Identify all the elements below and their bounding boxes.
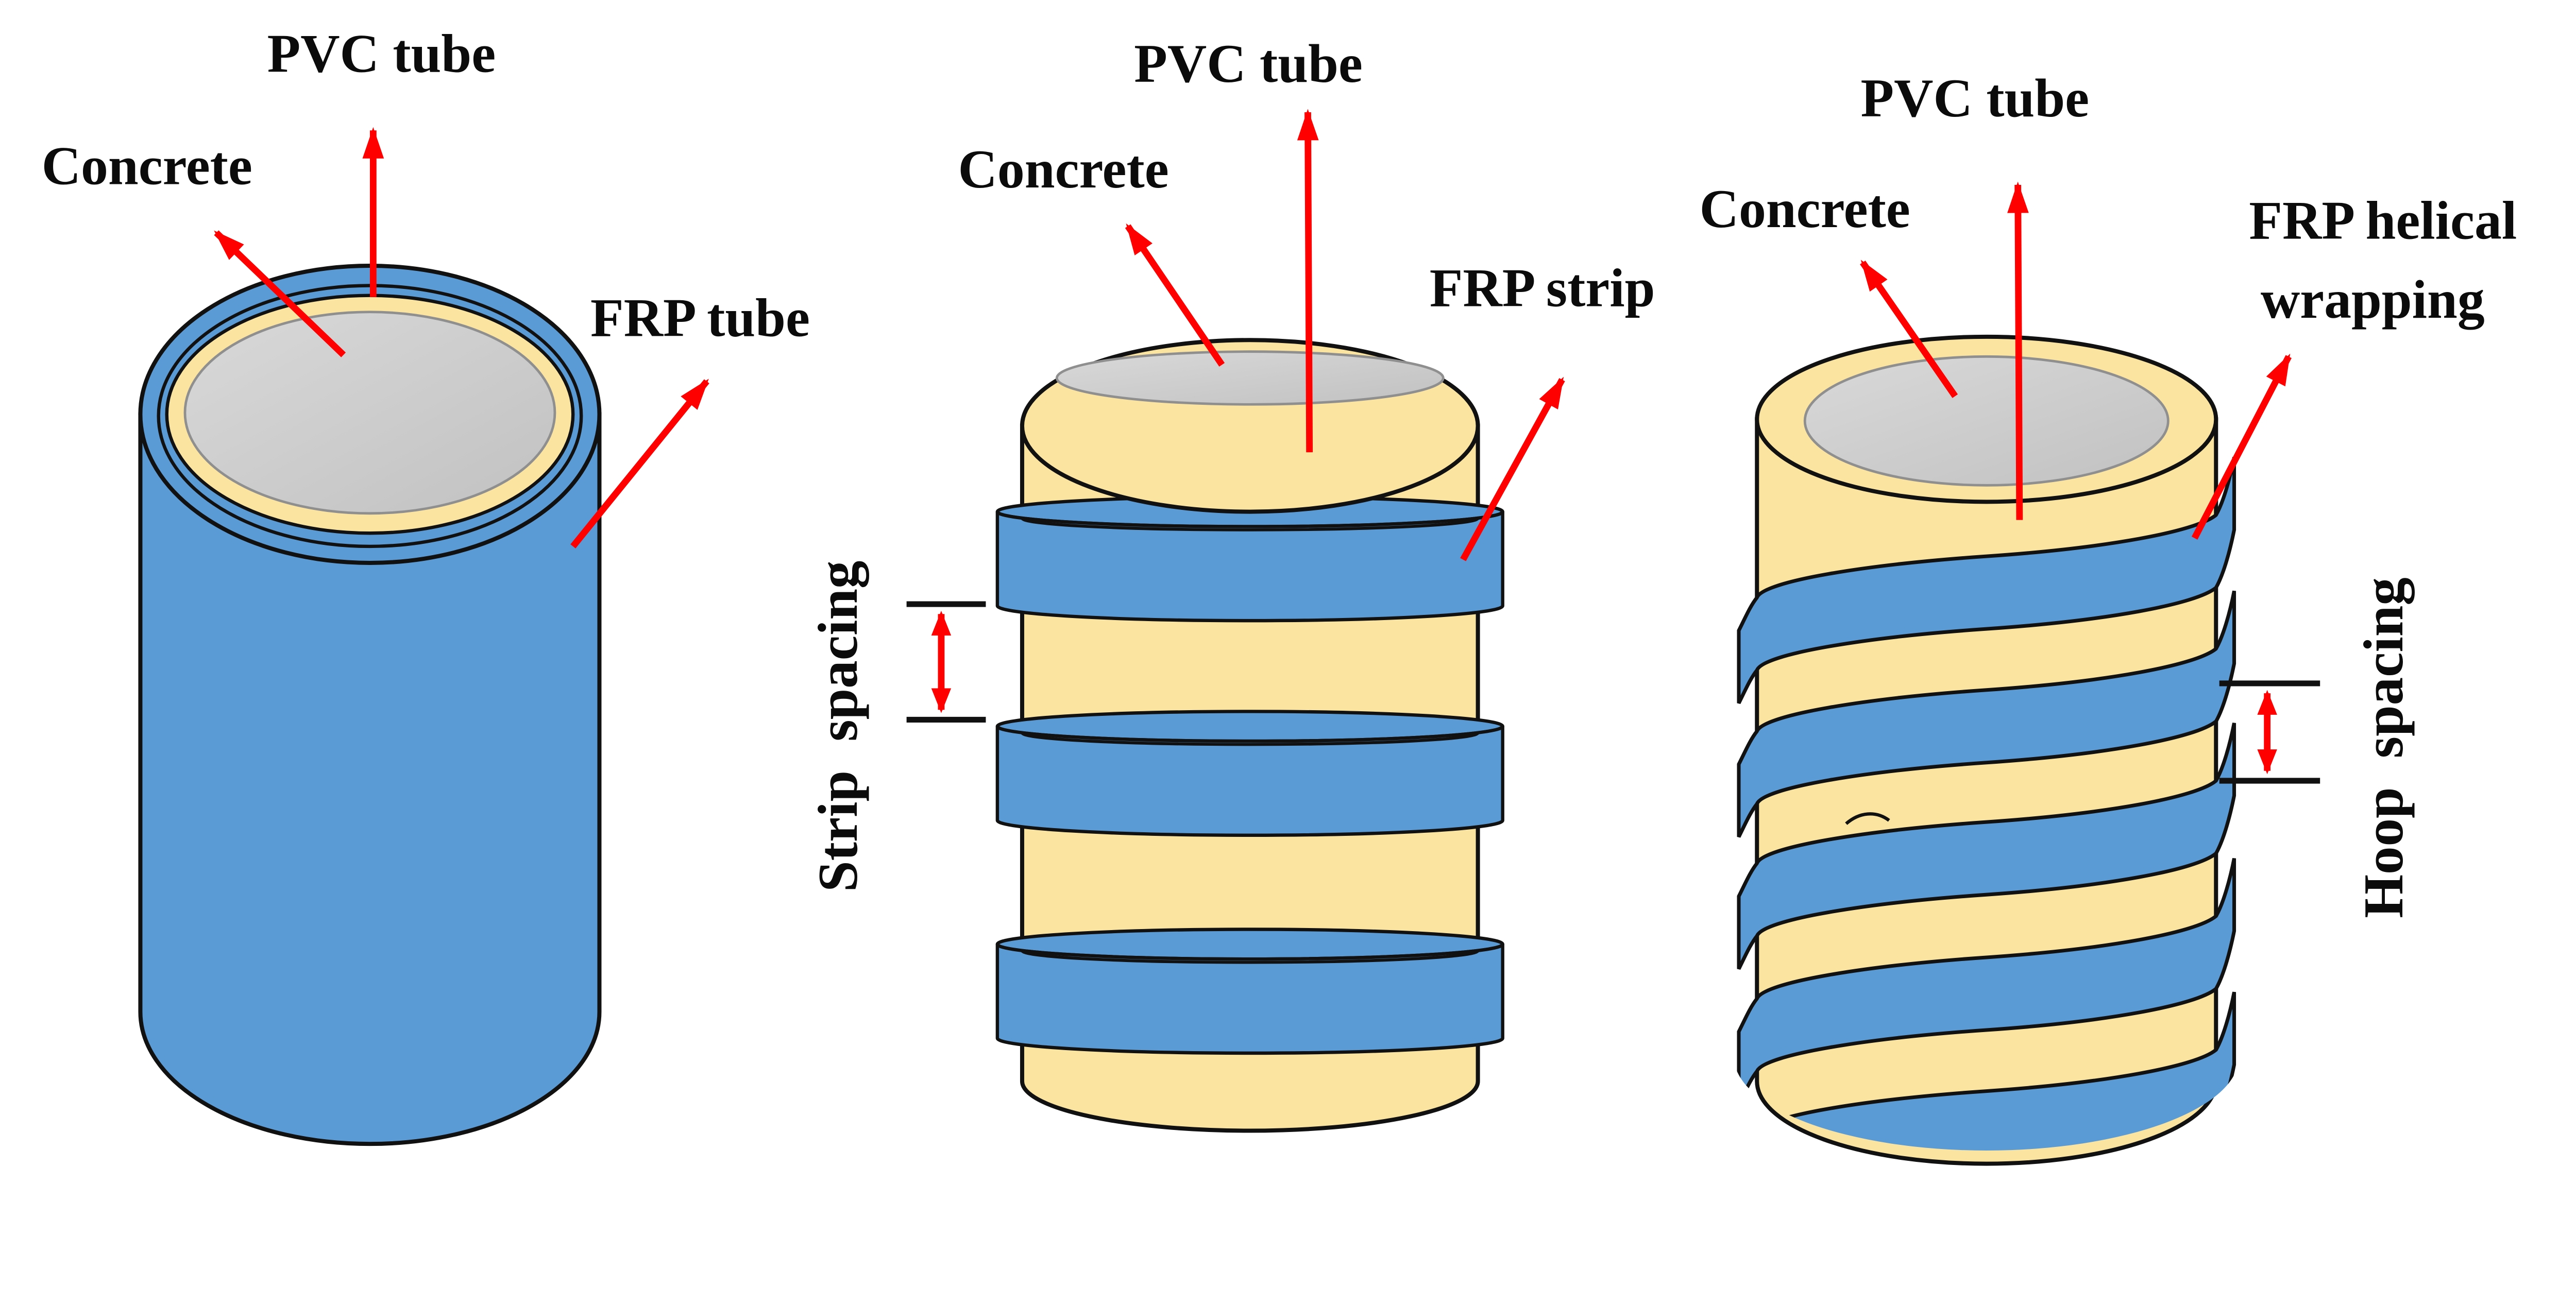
- frp-tube-body: [138, 412, 602, 1146]
- helical-band: [1737, 723, 2236, 970]
- concrete-core: [1803, 355, 2170, 487]
- helical-band: [1737, 457, 2236, 704]
- helical-band: [1737, 991, 2236, 1151]
- strip-front-face: [995, 726, 1504, 837]
- frp-helical-specimen: PVC tube Concrete FRP helical wrapping H…: [1700, 68, 2517, 1166]
- pvc-tube-label: PVC tube: [1861, 68, 2090, 128]
- concrete-core: [183, 311, 556, 515]
- concrete-arrow: [1125, 223, 1225, 367]
- frp-strip-band: [995, 928, 1504, 1055]
- pvc-tube-label: PVC tube: [267, 24, 496, 84]
- band-notch-mark: [1845, 812, 1890, 825]
- frp-tube-specimen: PVC tube Concrete FRP tube: [42, 24, 810, 1146]
- concrete-arrow: [214, 230, 346, 357]
- figure-canvas: PVC tube Concrete FRP tube: [41, 23, 2517, 1166]
- pvc-tube-label: PVC tube: [1134, 33, 1363, 94]
- strip-junction-line: [1021, 732, 1480, 746]
- frp-strip-arrow: [1460, 376, 1565, 561]
- frp-strip-label: FRP strip: [1430, 258, 1655, 318]
- frp-tube-arrow: [570, 379, 709, 548]
- frp-helical-label-line1: FRP helical: [2249, 190, 2517, 250]
- specimen-diagram: PVC tube Concrete FRP tube: [42, 24, 2517, 1166]
- frp-strip-band: [995, 710, 1504, 837]
- frp-strip-band: [995, 495, 1504, 623]
- pvc-arrow: [1297, 109, 1319, 453]
- concrete-label: Concrete: [42, 136, 252, 196]
- concrete-core: [1055, 350, 1445, 406]
- strip-junction-line: [1021, 518, 1480, 531]
- frp-helical-label-line2: wrapping: [2261, 269, 2485, 330]
- pvc-tube-body: [1755, 417, 2218, 1166]
- pvc-arrow: [2007, 181, 2029, 520]
- strip-spacing-label: Strip spacing: [807, 561, 869, 892]
- helical-band: [1737, 857, 2236, 1105]
- strip-front-face: [995, 943, 1504, 1055]
- frp-helical-arrow: [2191, 353, 2292, 540]
- frp-tube-label: FRP tube: [590, 287, 810, 348]
- helical-wrap-group: [1737, 457, 2236, 1151]
- frp-strip-specimen: PVC tube Concrete FRP strip Strip spacin…: [807, 33, 1655, 1133]
- hoop-spacing-label: Hoop spacing: [2352, 577, 2415, 918]
- concrete-label: Concrete: [1700, 179, 1910, 239]
- helical-band: [1737, 590, 2236, 838]
- strip-junction-line: [1021, 950, 1480, 964]
- concrete-label: Concrete: [958, 139, 1169, 199]
- strip-front-face: [995, 511, 1504, 623]
- concrete-arrow: [1860, 260, 1958, 398]
